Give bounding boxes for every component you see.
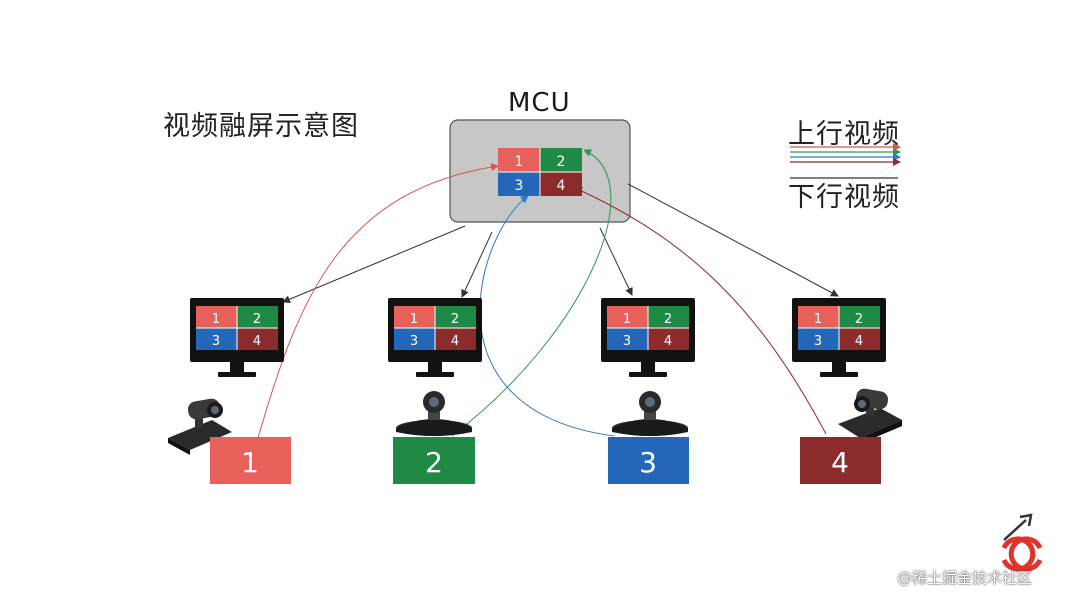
monitor-2-label-4: 4 xyxy=(451,334,459,349)
participant-4-label: 4 xyxy=(831,446,849,479)
monitor-2-label-1: 1 xyxy=(410,312,418,327)
monitor-3-label-1: 1 xyxy=(623,312,631,327)
diagram-title: 视频融屏示意图 xyxy=(163,111,359,142)
monitor-2-label-2: 2 xyxy=(451,312,459,327)
dome-camera-icon-2 xyxy=(396,391,472,436)
watermark: @稀土掘金技术社区 xyxy=(897,569,1033,587)
ptz-camera-icon-1 xyxy=(168,398,232,455)
participant-1: 1 xyxy=(210,437,291,484)
monitor-4-label-4: 4 xyxy=(855,334,863,349)
monitor-2: 1 2 3 4 xyxy=(388,298,482,377)
participant-2-label: 2 xyxy=(425,446,443,479)
legend-upstream-label: 上行视频 xyxy=(788,119,900,150)
mcu-panel-label-4: 4 xyxy=(557,178,566,194)
monitor-1-label-3: 3 xyxy=(212,334,220,349)
monitor-4: 1 2 3 4 xyxy=(792,298,886,377)
participant-2: 2 xyxy=(393,437,475,484)
downstream-lines xyxy=(282,183,839,303)
monitor-3-label-2: 2 xyxy=(664,312,672,327)
upstream-lines xyxy=(257,149,827,439)
mcu-panel-2 xyxy=(540,148,582,172)
participant-1-label: 1 xyxy=(241,446,259,479)
monitor-4-label-2: 2 xyxy=(855,312,863,327)
mcu-panel-3 xyxy=(498,172,540,196)
monitor-3-label-4: 4 xyxy=(664,334,672,349)
brand-logo-icon xyxy=(1001,513,1043,572)
monitor-4-label-1: 1 xyxy=(814,312,822,327)
ptz-camera-icon-4 xyxy=(838,388,902,444)
mcu-panel-label-2: 2 xyxy=(557,154,566,170)
monitor-1: 1 2 3 4 xyxy=(190,298,284,377)
monitor-3: 1 2 3 4 xyxy=(601,298,695,377)
mcu-panel-label-1: 1 xyxy=(515,154,524,170)
monitor-1-label-4: 4 xyxy=(253,334,261,349)
legend-lines xyxy=(790,143,901,179)
mcu-composite-panel: 1 2 3 4 xyxy=(498,148,582,196)
mcu-panel-1 xyxy=(498,148,540,172)
legend-downstream-label: 下行视频 xyxy=(788,182,900,213)
mcu-panel-label-3: 3 xyxy=(515,178,524,194)
participant-3: 3 xyxy=(608,437,689,484)
monitor-2-label-3: 3 xyxy=(410,334,418,349)
monitor-3-label-3: 3 xyxy=(623,334,631,349)
participant-3-label: 3 xyxy=(639,446,657,479)
monitor-4-label-3: 3 xyxy=(814,334,822,349)
monitor-1-label-2: 2 xyxy=(253,312,261,327)
participant-4: 4 xyxy=(800,437,881,484)
dome-camera-icon-3 xyxy=(612,391,688,436)
monitor-1-label-1: 1 xyxy=(212,312,220,327)
mcu-label: MCU xyxy=(508,88,571,118)
